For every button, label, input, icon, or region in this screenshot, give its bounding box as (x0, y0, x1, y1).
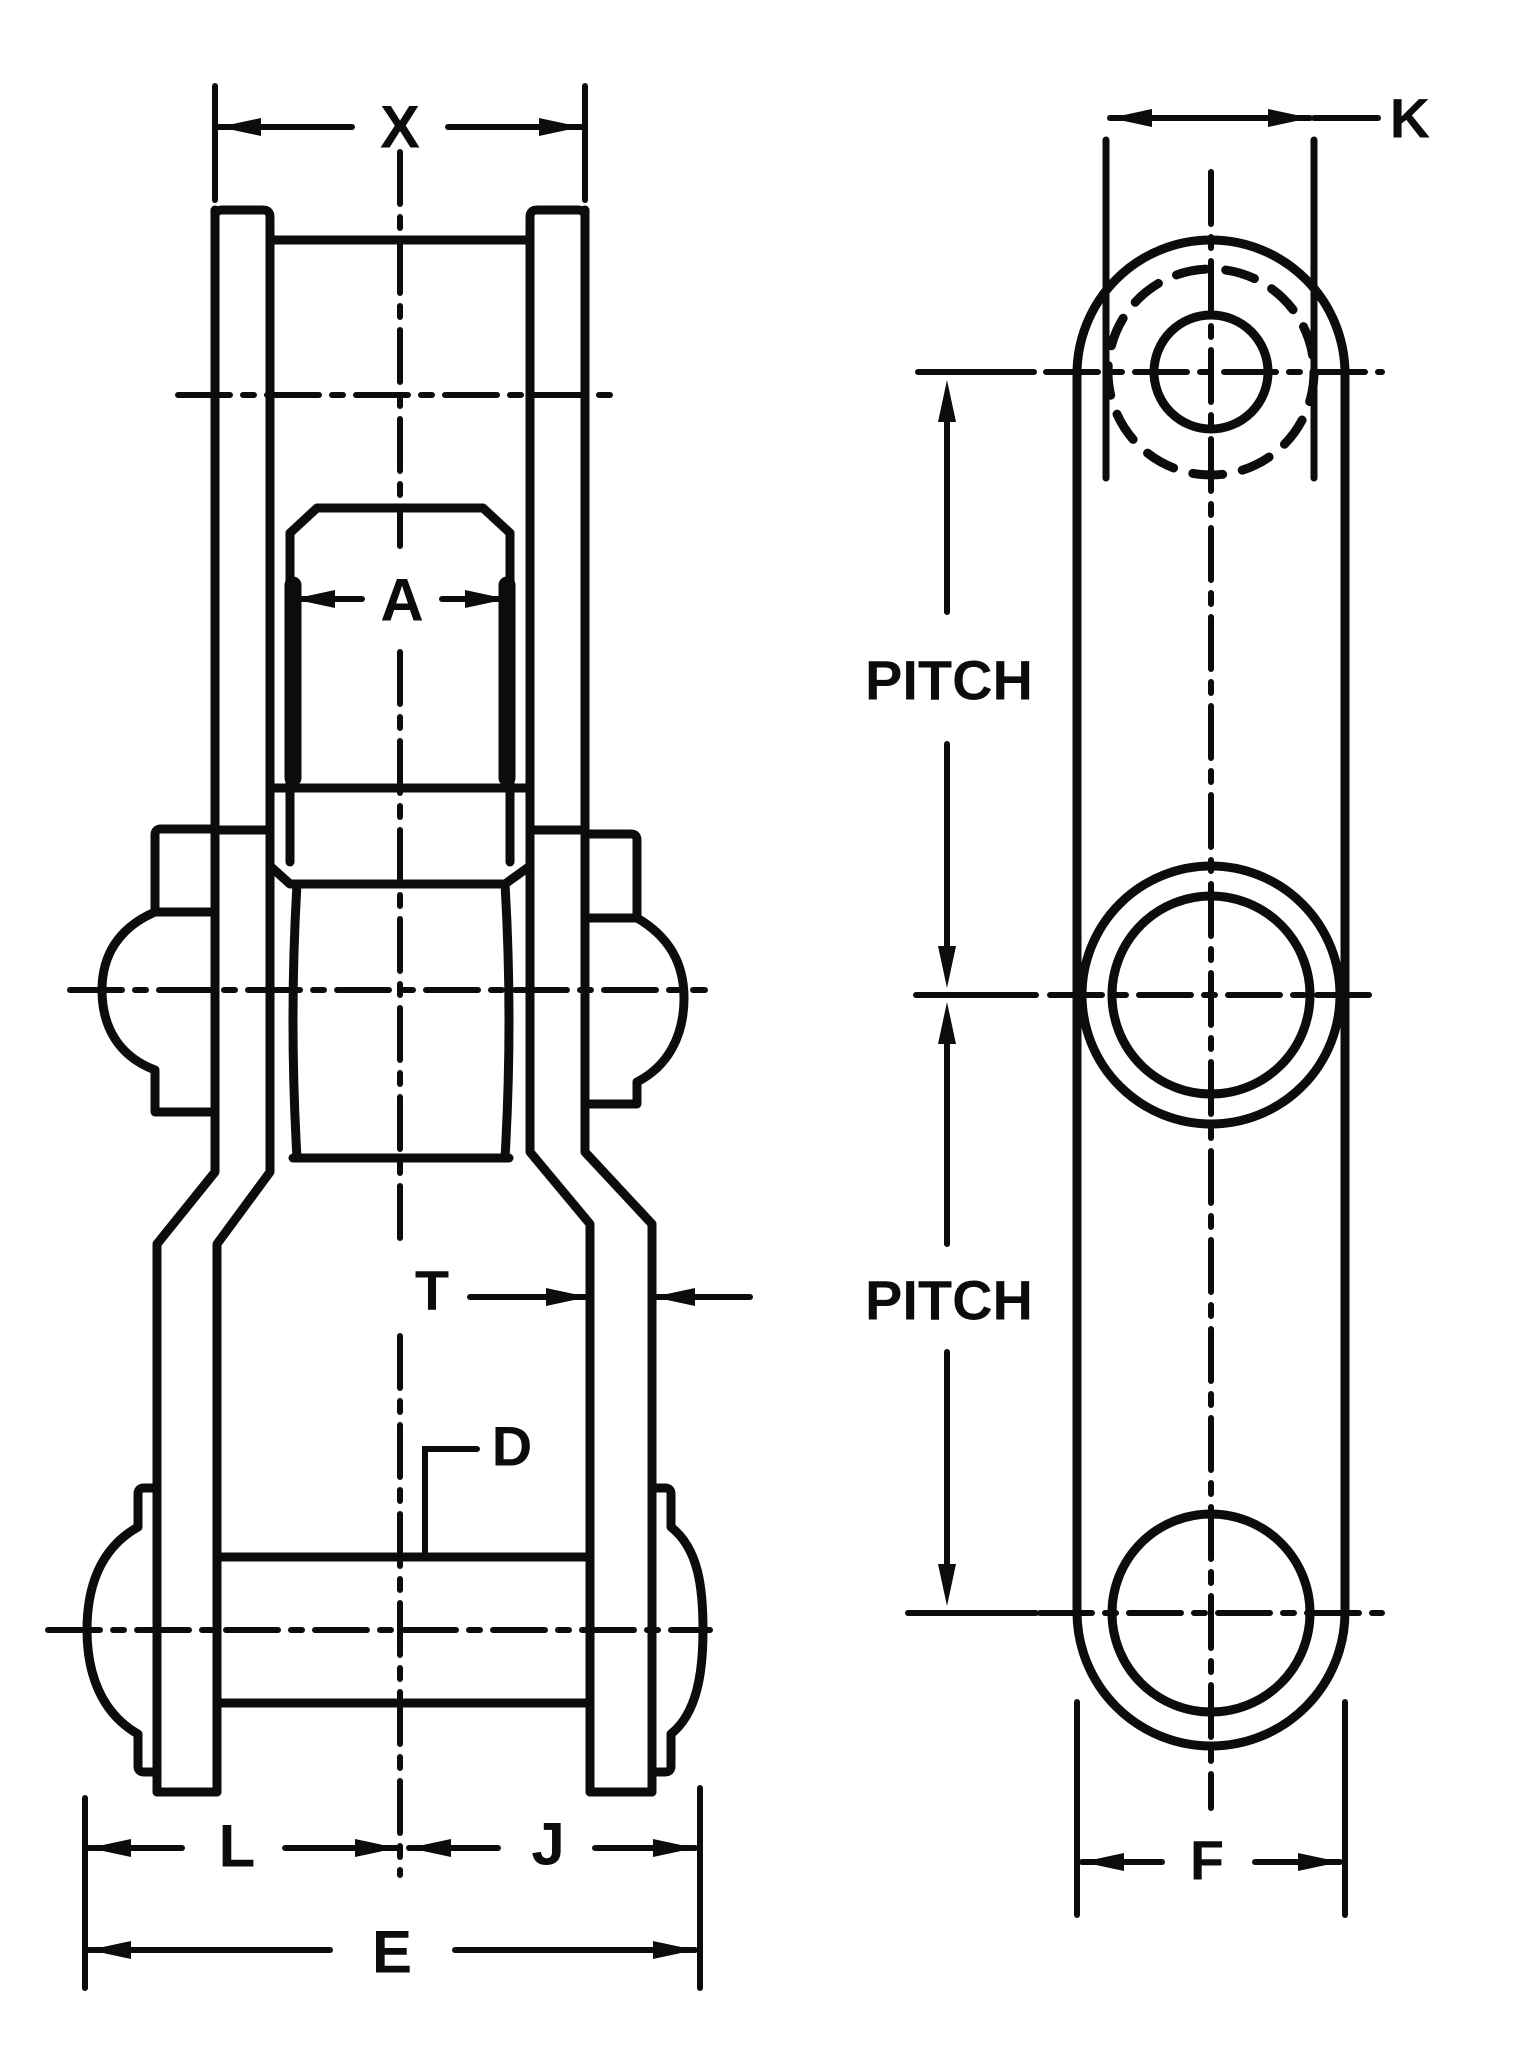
arrowhead (1268, 109, 1310, 127)
dim-label-pitch-lower: PITCH (865, 1269, 1033, 1332)
sidebar-inner-right-line (525, 235, 595, 1797)
sidebar-outer-left-line (152, 205, 220, 1797)
lower-pin-left-head (82, 1483, 162, 1777)
dim-label-e: E (372, 1919, 412, 1986)
bushing-top-chamfer (285, 503, 515, 538)
dim-label-t: T (415, 1259, 449, 1322)
dim-label-l: L (219, 1813, 256, 1880)
front-bushing (265, 503, 535, 1163)
sidebar-outer-right-line (580, 205, 657, 1797)
arrowhead (938, 946, 956, 988)
boss-circle (1077, 861, 1345, 1129)
pin-boss-side (288, 879, 302, 1163)
dim-label-j: J (531, 1811, 564, 1878)
arrowhead (89, 1839, 131, 1857)
dim-label-k: K (1390, 87, 1430, 150)
dim-e: E (86, 1919, 698, 1986)
arrowhead (938, 1002, 956, 1044)
roller-flange-cap (210, 205, 275, 247)
arrowhead (219, 118, 261, 136)
front-sidebars (152, 205, 657, 1797)
dim-f: F (1074, 1699, 1348, 1918)
side-centerlines (1037, 169, 1385, 1811)
dim-t: T (415, 1259, 753, 1322)
dim-label-d: D (492, 1415, 532, 1478)
arrowhead (653, 1288, 695, 1306)
dim-a: A (290, 567, 510, 634)
side-view: K PITCH PITCH F (865, 87, 1430, 1918)
dim-pitch-upper: PITCH (865, 369, 1039, 998)
arrowhead (89, 1941, 131, 1959)
pin-circle (1107, 1509, 1315, 1717)
side-bottom-hole (1107, 1509, 1315, 1717)
upper-pin-left-head (97, 824, 220, 1117)
dim-label-pitch-upper: PITCH (865, 649, 1033, 712)
leader-d: D (422, 1415, 532, 1558)
dim-k: K (1102, 87, 1430, 482)
arrowhead (1298, 1853, 1340, 1871)
plate-bottom-cap-arc (1072, 1607, 1350, 1751)
dim-pitch-lower: PITCH (865, 1002, 1039, 1616)
arrowhead (938, 380, 956, 422)
roller-flange-cap (525, 205, 590, 247)
upper-pin-right-head (580, 829, 689, 1109)
front-upper-pin (97, 824, 689, 1117)
arrowhead (653, 1941, 695, 1959)
leader-line (422, 1446, 480, 1558)
front-centerlines (45, 149, 713, 1878)
plate-top-cap-arc (1072, 235, 1350, 379)
dim-label-f: F (1190, 1829, 1224, 1892)
side-plate-outline (1072, 235, 1350, 1751)
arrowhead (653, 1839, 695, 1857)
arrowhead (355, 1839, 397, 1857)
bushing-circle (1107, 891, 1315, 1099)
bushing-bottom-line (265, 861, 535, 889)
dim-j: J (406, 1785, 703, 1991)
arrowhead (409, 1839, 451, 1857)
dim-label-a: A (380, 567, 423, 634)
arrowhead (938, 1564, 956, 1606)
front-view: X A T D L (45, 83, 753, 1991)
sidebar-inner-left-line (212, 235, 275, 1797)
side-middle-hole (1077, 861, 1345, 1129)
lower-pin-right-head (647, 1483, 708, 1777)
arrowhead (539, 118, 581, 136)
pin-boss-side (500, 879, 514, 1163)
pin-hole-circle (1149, 310, 1273, 434)
dim-x: X (212, 83, 588, 203)
front-lower-pin (82, 1483, 708, 1777)
dim-label-x: X (380, 94, 420, 161)
arrowhead (546, 1288, 588, 1306)
arrowhead (1110, 109, 1152, 127)
dim-l: L (82, 1795, 400, 1991)
arrowhead (1082, 1853, 1124, 1871)
